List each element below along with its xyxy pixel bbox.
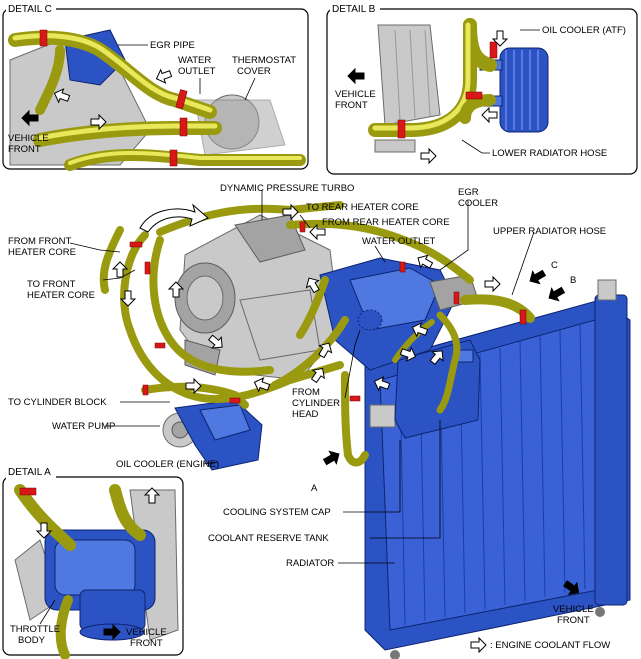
vehicle-front-b-2: FRONT	[335, 100, 368, 111]
water-outlet-main-label: WATER OUTLET	[362, 236, 436, 247]
radiator-label: RADIATOR	[286, 558, 334, 569]
detail-a: DETAIL A THROTTLE BODY VEHICLE FRONT	[2, 467, 184, 659]
legend-flow-arrow-icon	[470, 637, 487, 653]
detail-c-title: DETAIL C	[8, 4, 52, 15]
oil-cooler-engine-label: OIL COOLER (ENGINE)	[116, 459, 219, 470]
to-front-heater-core-label-2: HEATER CORE	[27, 290, 95, 301]
thermostat-cover-label-2: COVER	[237, 66, 271, 77]
main-view: DYNAMIC PRESSURE TURBO EGR COOLER TO REA…	[8, 183, 631, 659]
from-cylinder-head-label-1: FROM	[292, 387, 320, 398]
to-cylinder-block-label: TO CYLINDER BLOCK	[8, 397, 107, 408]
vehicle-front-main-1: VEHICLE	[553, 604, 594, 615]
from-front-heater-core-label-1: FROM FRONT	[8, 236, 72, 247]
callout-a-label: A	[311, 483, 318, 494]
cooling-system-cap-label: COOLING SYSTEM CAP	[223, 507, 331, 518]
throttle-body-label-2: BODY	[18, 635, 46, 646]
egr-pipe-label: EGR PIPE	[150, 40, 195, 51]
egr-cooler-label-2: COOLER	[458, 198, 498, 209]
upper-radiator-hose-label: UPPER RADIATOR HOSE	[493, 226, 606, 237]
from-cylinder-head-label-2: CYLINDER	[292, 398, 340, 409]
throttle-body-label-1: THROTTLE	[10, 624, 60, 635]
callout-b-label: B	[570, 275, 576, 286]
hose-clamps	[129, 221, 527, 404]
water-outlet-label-c-1: WATER	[178, 55, 211, 66]
to-front-heater-core-label-1: TO FRONT	[27, 279, 76, 290]
detail-b-title: DETAIL B	[332, 4, 376, 15]
from-rear-heater-core-label: FROM REAR HEATER CORE	[322, 217, 450, 228]
coolant-reserve-tank-label: COOLANT RESERVE TANK	[208, 533, 329, 544]
vehicle-front-c-1: VEHICLE	[8, 133, 49, 144]
vehicle-front-a-2: FRONT	[130, 638, 163, 649]
from-cylinder-head-label-3: HEAD	[292, 409, 319, 420]
radiator-edge-detail-b	[377, 24, 441, 126]
detail-a-title: DETAIL A	[8, 467, 51, 478]
water-outlet-egr-block	[319, 257, 479, 371]
coolant-hoses	[99, 201, 535, 467]
callout-arrow-b	[545, 283, 567, 305]
callout-arrow-c	[526, 266, 548, 288]
coolant-reserve-tank-shape	[394, 339, 481, 439]
vehicle-front-c-2: FRONT	[8, 144, 41, 155]
vehicle-front-a-1: VEHICLE	[126, 627, 167, 638]
callout-arrow-a	[321, 447, 343, 469]
egr-cooler-label-1: EGR	[458, 187, 479, 198]
detail-c: DETAIL C EGR PIPE WATER OUTLET THERMOSTA…	[2, 3, 309, 171]
oil-cooler-atf-label: OIL COOLER (ATF)	[542, 25, 626, 36]
dynamic-pressure-turbo-label: DYNAMIC PRESSURE TURBO	[220, 183, 354, 194]
from-front-heater-core-label-2: HEATER CORE	[8, 247, 76, 258]
vehicle-front-main-2: FRONT	[557, 615, 590, 626]
legend: : ENGINE COOLANT FLOW	[470, 637, 610, 653]
detail-b: DETAIL B OIL COOLER (ATF)	[326, 3, 638, 175]
lower-radiator-hose-label: LOWER RADIATOR HOSE	[492, 148, 607, 159]
water-outlet-label-c-2: OUTLET	[178, 66, 216, 77]
vehicle-front-b-1: VEHICLE	[335, 89, 376, 100]
to-rear-heater-core-label: TO REAR HEATER CORE	[306, 202, 419, 213]
flow-arrows-main	[112, 203, 501, 395]
legend-engine-coolant-flow: : ENGINE COOLANT FLOW	[490, 640, 610, 651]
callout-c-label: C	[551, 260, 558, 271]
leader-lines	[69, 190, 535, 564]
water-pump-label: WATER PUMP	[52, 421, 115, 432]
water-pump-shape	[162, 399, 263, 471]
thermostat-cover-label-1: THERMOSTAT	[232, 55, 296, 66]
